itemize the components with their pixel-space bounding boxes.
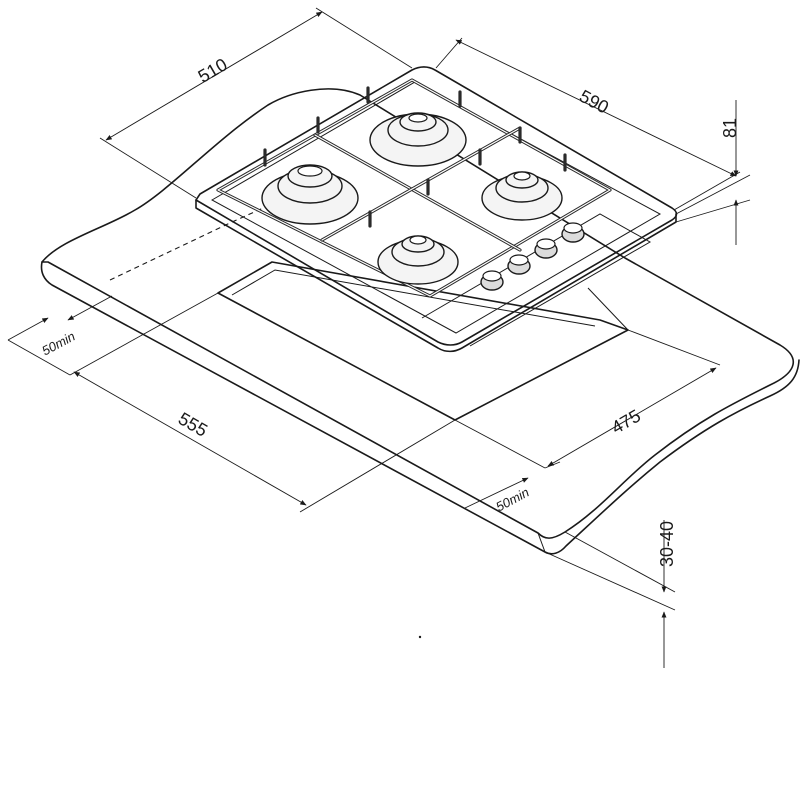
label-hob-height: 81 [720,118,740,138]
knob-2 [507,254,531,275]
burner-front-right [481,171,563,221]
burner-rear-right [369,112,467,167]
hob-base-plate [195,199,677,353]
pan-supports [216,78,612,298]
knob-4 [561,222,585,243]
worktop-top-surface [41,88,795,539]
cutout-opening [217,261,629,421]
worktop-front-edge [40,261,800,555]
hidden-cutout-edge [109,221,233,281]
dimension-lines [7,7,751,668]
label-cutout-depth: 475 [608,406,644,438]
label-hob-depth: 510 [195,54,231,86]
label-side-clearance: 50min [39,329,77,359]
knob-1 [480,270,504,291]
label-front-clearance: 50min [493,485,531,515]
burner-rear-left [261,164,359,225]
label-cutout-width: 555 [175,408,211,440]
burner-front-left [377,235,459,285]
label-worktop-thickness: 30-40 [657,521,677,567]
worktop [40,88,800,555]
hob-top-plate [195,66,678,346]
knob-3 [534,238,558,259]
control-knobs [480,222,585,291]
gas-hob [195,66,678,353]
